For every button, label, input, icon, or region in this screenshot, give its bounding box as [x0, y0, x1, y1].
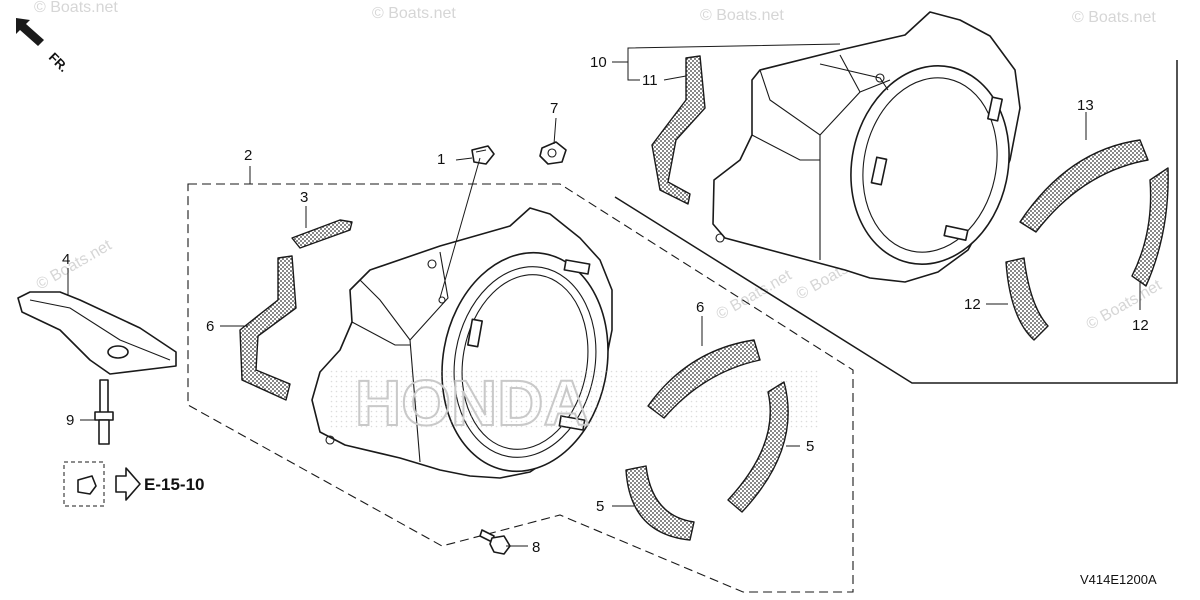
main-fan-cover-rib [563, 259, 591, 275]
callout-6: 6 [696, 299, 704, 316]
callout-9: 9 [66, 412, 74, 429]
seal-strip-11 [651, 55, 706, 205]
seal-6-right [647, 339, 761, 419]
leader-line [455, 157, 473, 161]
seal-5-upper [727, 381, 789, 513]
watermark-text: © Boats.net [34, 237, 116, 294]
main-fan-cover-edge [351, 321, 410, 346]
callouts: 1 2 3 4 5 5 6 6 7 8 9 10 11 12 12 13 [62, 54, 1149, 556]
watermark-text: © Boats.net [1084, 277, 1166, 334]
callout-1: 1 [437, 151, 445, 168]
main-fan-cover-hole [325, 435, 335, 445]
callout-7: 7 [550, 100, 558, 117]
bolt-head [489, 535, 511, 555]
reference-nut-icon [77, 475, 97, 495]
fan-cover-inner-ring [862, 77, 998, 253]
group-frame-2 [187, 183, 854, 593]
bolt-thread [98, 419, 110, 445]
callout-8: 8 [532, 539, 540, 556]
nut-body [539, 141, 567, 165]
plate-edge [29, 299, 171, 361]
watermark-text: © Boats.net [700, 7, 784, 24]
group-frame-10 [614, 60, 1178, 384]
bolt-8 [479, 529, 511, 555]
cross-reference: E-15-10 [63, 461, 204, 507]
fan-cover-assembly [712, 11, 1021, 283]
plate-body [17, 291, 177, 375]
callout-13: 13 [1077, 97, 1094, 114]
nut-hole [547, 148, 557, 158]
leader-line [627, 62, 640, 81]
fan-cover-rib [870, 156, 888, 186]
callout-12: 12 [964, 296, 981, 313]
seal-curved-13 [1019, 139, 1149, 233]
plate-hole [107, 345, 129, 359]
callout-3: 3 [300, 189, 308, 206]
bolt-flange [94, 411, 114, 421]
leader-line [663, 75, 687, 81]
watermark-text: © Boats.net [34, 0, 118, 16]
watermark-text: © Boats.net [714, 267, 796, 324]
front-arrow-icon [16, 18, 44, 46]
fan-cover-tab [819, 63, 889, 91]
callout-2: 2 [244, 147, 252, 164]
grommet-1 [471, 145, 495, 165]
grommet-detail [475, 149, 487, 153]
fan-cover-edge [751, 134, 820, 161]
seal-6-left [239, 255, 297, 401]
fan-cover-edge [859, 79, 891, 93]
nut-7 [539, 141, 567, 165]
watermark-text: © Boats.net [372, 5, 456, 22]
leader-lines [67, 43, 1141, 547]
stud-bolt-9 [94, 379, 114, 445]
fan-cover-hole [875, 73, 885, 83]
callout-4: 4 [62, 251, 70, 268]
callout-10: 10 [590, 54, 607, 71]
diagram-code: V414E1200A [1080, 572, 1157, 587]
seal-12-left [1005, 257, 1049, 341]
callout-5: 5 [596, 498, 604, 515]
seal-12-right [1131, 167, 1169, 287]
main-fan-cover-hole [427, 259, 437, 269]
main-fan-cover-grommet [438, 296, 446, 304]
watermark-text: © Boats.net [1072, 9, 1156, 26]
front-direction-indicator: FR. [16, 18, 71, 75]
callout-11: 11 [642, 72, 658, 89]
fan-cover-rib [987, 96, 1003, 122]
main-fan-cover-rib [467, 318, 483, 348]
main-fan-cover [311, 207, 820, 479]
reference-label: E-15-10 [144, 475, 204, 494]
grommet-body [471, 145, 495, 165]
callout-12: 12 [1132, 317, 1149, 334]
leader-line [612, 43, 841, 63]
reference-arrow-icon [115, 467, 141, 501]
leader-line [439, 157, 481, 299]
plate-4 [17, 291, 177, 375]
fan-cover-hole [715, 233, 725, 243]
callout-5: 5 [806, 438, 814, 455]
leader-line [553, 117, 557, 145]
fan-cover-rib [943, 225, 969, 241]
front-label: FR. [46, 50, 71, 75]
fan-cover-opening [850, 65, 1010, 265]
seal-3 [291, 219, 353, 249]
seal-5-lower [625, 465, 695, 541]
callout-6: 6 [206, 318, 214, 335]
brand-watermark: HONDA [355, 367, 590, 439]
